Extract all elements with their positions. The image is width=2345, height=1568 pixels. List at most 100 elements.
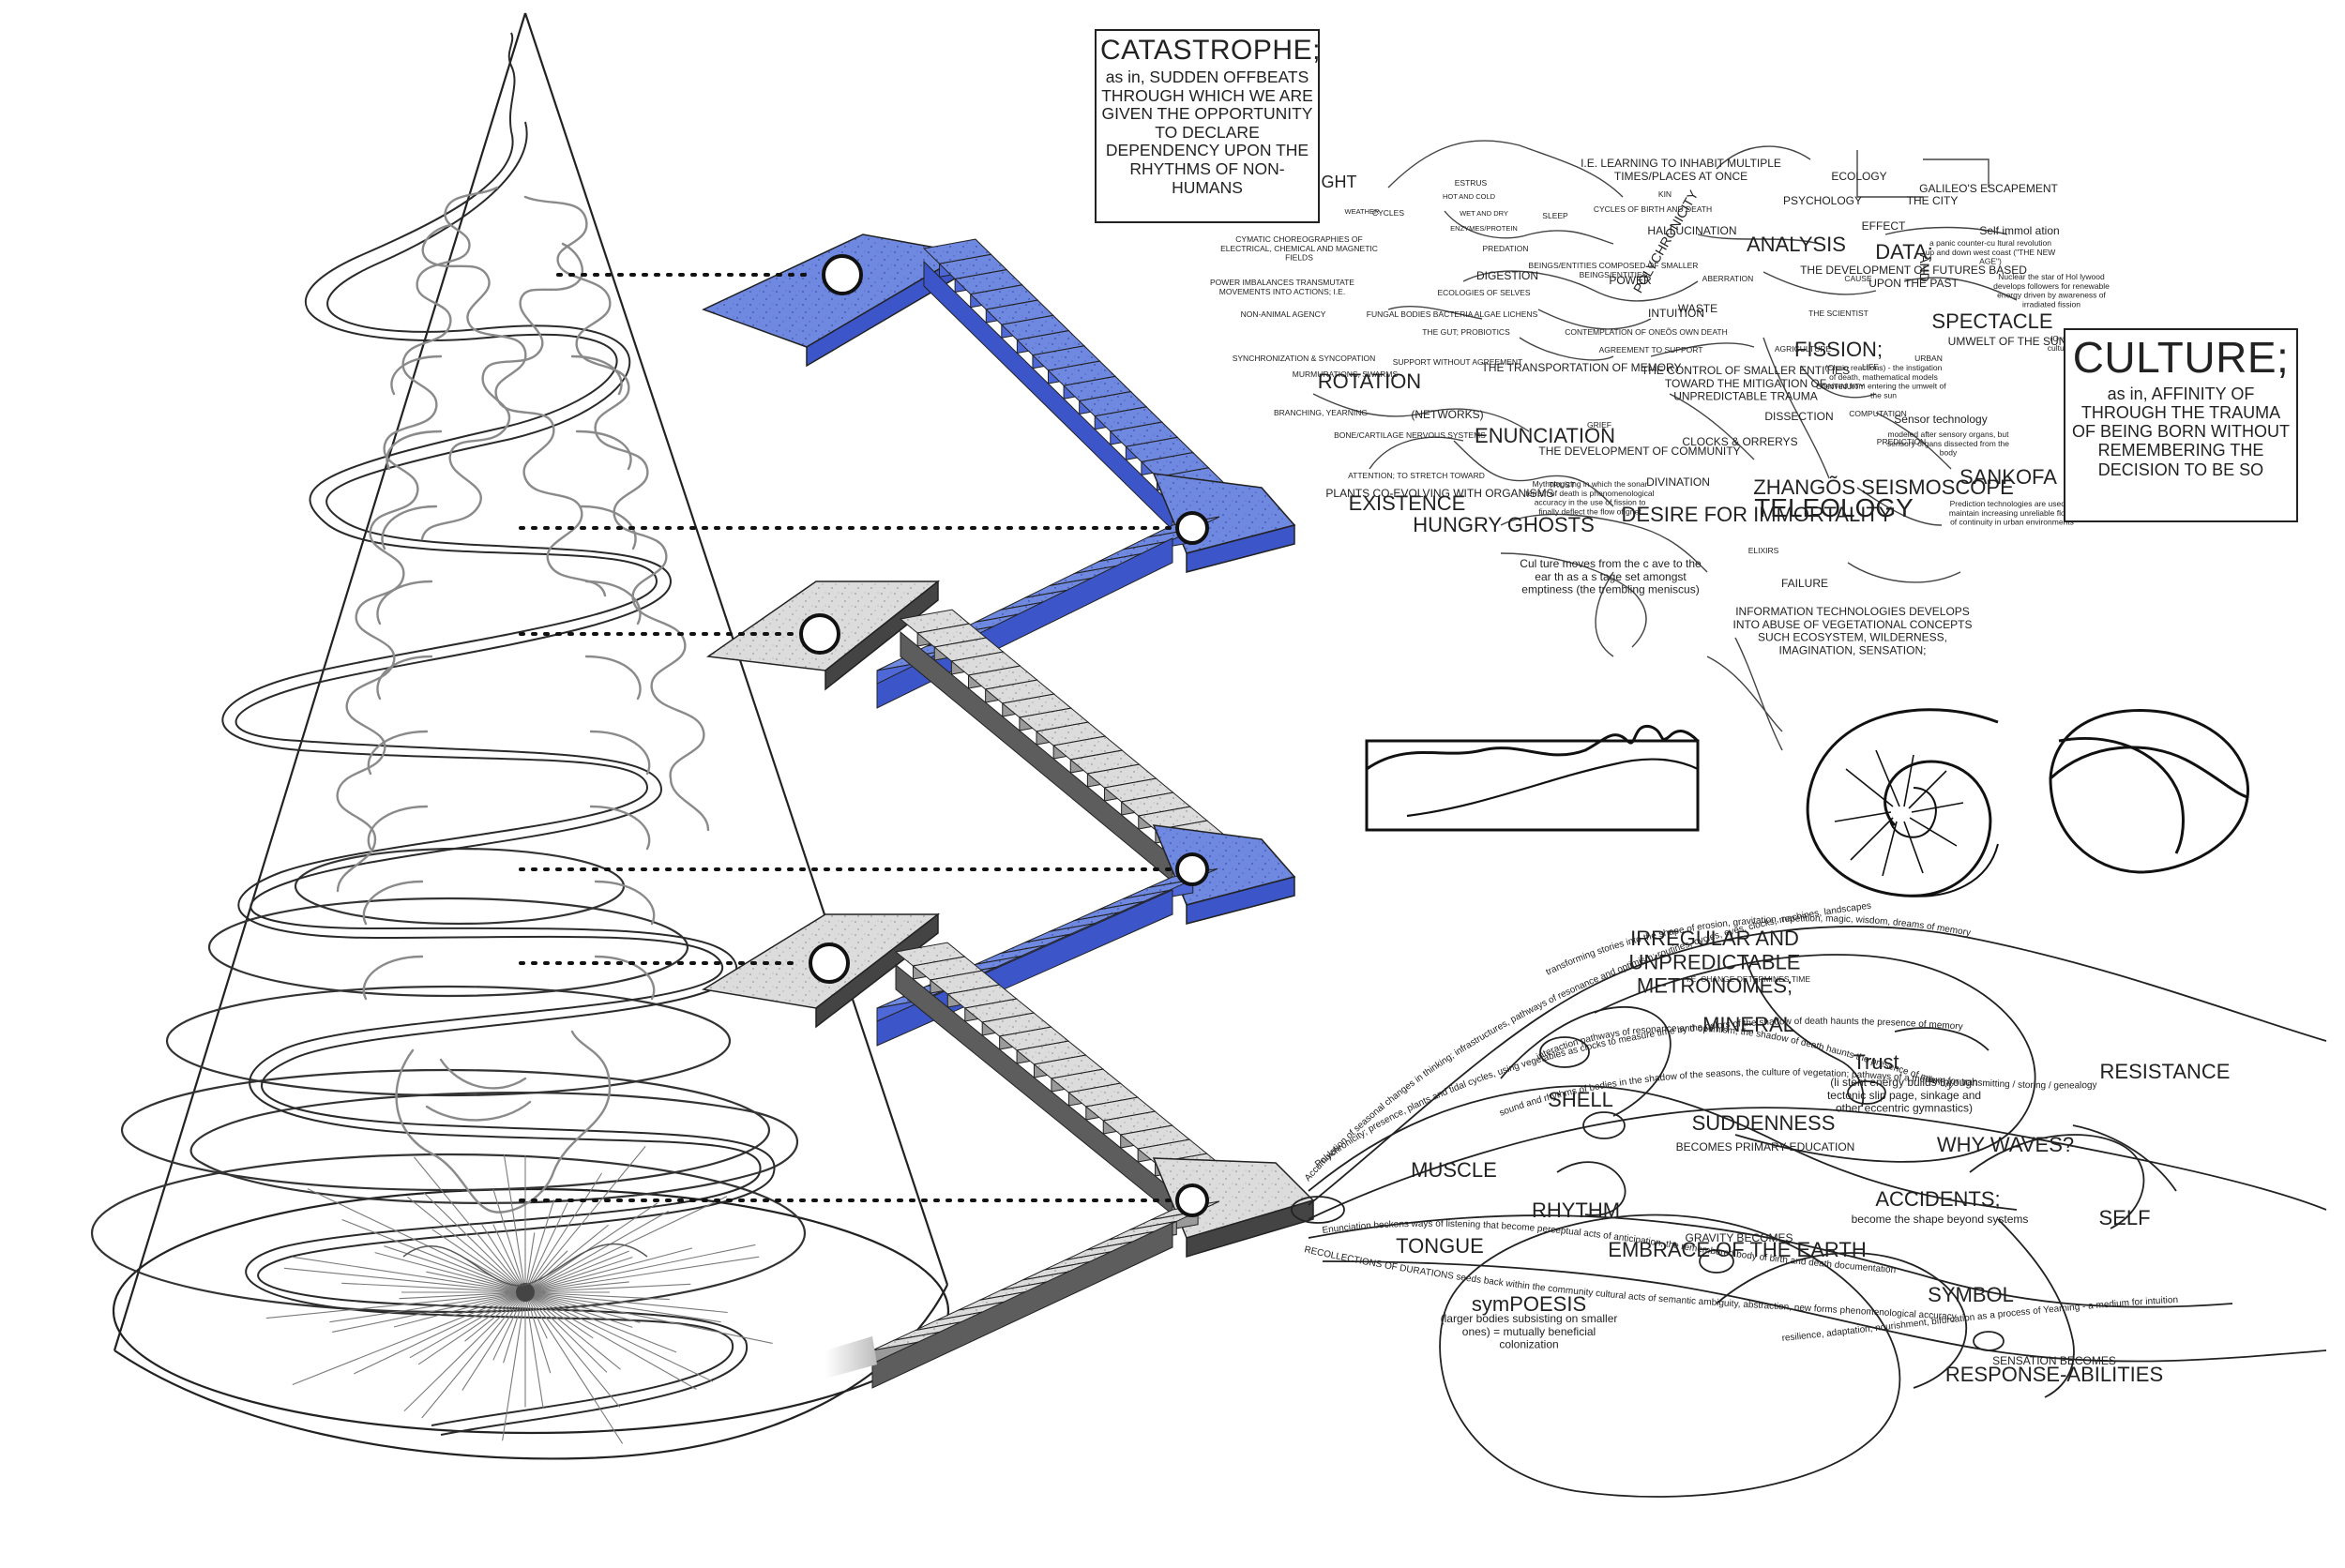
- lower-node-5: [1974, 1332, 2004, 1350]
- concept-label: ABERRATION: [1702, 274, 1754, 283]
- culture-title: CULTURE;: [2069, 336, 2292, 379]
- concept-label: SHELL: [1548, 1088, 1613, 1111]
- landing-marker-3: [801, 615, 839, 653]
- concept-label: SYMBOL: [1928, 1283, 2014, 1306]
- concept-label: FISSION;: [1794, 338, 1883, 361]
- concept-label: THE DEVELOPMENT OF COMMUNITY: [1538, 445, 1740, 458]
- cone-rings: [92, 849, 805, 1312]
- culture-callout: CULTURE; as in, AFFINITY OF THROUGH THE …: [2064, 328, 2298, 522]
- culture-body: as in, AFFINITY OF THROUGH THE TRAUMA OF…: [2069, 384, 2292, 479]
- concept-label: SELF: [2098, 1206, 2150, 1229]
- lower-map-labels: IRREGULAR ANDUNPREDICTABLEMETRONOMES;I.E…: [1396, 927, 2230, 1386]
- upper-map-labels: LIGHTWEATHERCYCLESESTRUSHOT AND COLDWET …: [1210, 157, 2161, 656]
- wave-sketch-slope: [1407, 760, 1698, 816]
- spiral-tube-outer: [222, 131, 760, 1425]
- ring-2: [209, 898, 688, 996]
- starburst-ray: [415, 1157, 526, 1292]
- concept-label: WASTE: [1678, 302, 1717, 315]
- concept-label: (NETWORKS): [1411, 408, 1483, 421]
- starburst-ray: [504, 1154, 525, 1292]
- concept-label: URBAN: [1914, 354, 1943, 363]
- shell-volume-sketch: [2050, 711, 2247, 872]
- stair-stringer: [896, 965, 1172, 1214]
- concept-label: become the shape beyond systems: [1852, 1213, 2029, 1226]
- concept-label: ECOLOGY: [1831, 170, 1886, 183]
- concept-label: PREDATION: [1483, 244, 1529, 253]
- stair-fade: [825, 1336, 877, 1379]
- catastrophe-callout: CATASTROPHE; as in, SUDDEN OFFBEATS THRO…: [1095, 29, 1320, 223]
- concept-label: ELIXIRS: [1748, 546, 1779, 555]
- concept-label: Sensor technology: [1894, 413, 1987, 426]
- vertebral-column: [338, 188, 708, 1213]
- catastrophe-body: as in, SUDDEN OFFBEATS THROUGH WHICH WE …: [1100, 68, 1314, 197]
- concept-label: WET AND DRY: [1460, 209, 1508, 218]
- concept-label: SPECTACLE: [1931, 309, 2052, 333]
- concept-label: KIN: [1658, 189, 1672, 199]
- concept-label: RHYTHM: [1532, 1199, 1620, 1222]
- concept-label: BRANCHING, YEARNING: [1274, 408, 1368, 417]
- concept-label: HOT AND COLD: [1443, 192, 1496, 201]
- concept-label: THE GUT; PROBIOTICS: [1422, 327, 1510, 337]
- landing-marker-2: [1177, 513, 1207, 543]
- starburst-ray: [525, 1203, 567, 1292]
- stair-stringer: [872, 1223, 1172, 1388]
- concept-label: DISSECTION: [1764, 410, 1833, 423]
- concept-label: AND: [1917, 254, 1932, 282]
- concept-label: PREDICTION: [1877, 437, 1926, 446]
- ring-3: [167, 987, 730, 1095]
- concept-label: GRIEF: [1587, 420, 1611, 430]
- cone-outline: [114, 13, 947, 1350]
- concept-label: IRREGULAR ANDUNPREDICTABLEMETRONOMES;: [1629, 927, 1801, 998]
- concept-label: HUNGRY GHOSTS: [1413, 513, 1595, 536]
- concept-label: TONGUE: [1396, 1234, 1484, 1258]
- concept-label: DESIRE FOR IMMORTALITY: [1622, 503, 1893, 526]
- concept-label: SYNCHRONIZATION & SYNCOPATION: [1233, 354, 1376, 363]
- wave-sketch-curve: [1367, 726, 1698, 769]
- concept-label: ACCIDENTS;: [1875, 1187, 2000, 1211]
- concept-label: CAUSE: [1844, 274, 1872, 283]
- concept-label: Trust: [1853, 1050, 1899, 1074]
- concept-label: FAILURE: [1781, 577, 1828, 590]
- stair-stringer: [900, 632, 1172, 882]
- concept-label: DIVINATION: [1646, 475, 1710, 489]
- concept-label: HALLUCINATION: [1647, 224, 1736, 237]
- concept-label: POWER: [1609, 274, 1652, 287]
- lower-map-curves: [1292, 927, 2326, 1497]
- concept-label: Cul ture moves from the c ave to theear …: [1520, 557, 1702, 596]
- concept-label: EFFECT: [1862, 219, 1906, 233]
- concept-label: WHY WAVES?: [1937, 1133, 2074, 1156]
- concept-label: CYCLES: [1372, 208, 1404, 218]
- spiral-tube: [222, 33, 774, 1435]
- concept-label: THE SCIENTIST: [1808, 309, 1868, 318]
- concept-label: THE CITY: [1907, 194, 1959, 207]
- concept-label: EXISTENCE: [1349, 491, 1466, 515]
- concept-label: ESTRUS: [1455, 178, 1488, 188]
- concept-label: BONE/CARTILAGE NERVOUS SYSTEMS: [1334, 430, 1486, 440]
- concept-label: BECOMES PRIMARY EDUCATION: [1676, 1140, 1855, 1153]
- concept-label: Self immol ation: [1979, 224, 2059, 237]
- concept-label: SUDDENNESS: [1692, 1111, 1836, 1135]
- concept-label: ROTATION: [1318, 369, 1421, 393]
- concept-label: I.E. CHANGE DETERMINES TIME: [1687, 974, 1810, 984]
- landing-marker-6: [1177, 1185, 1207, 1215]
- catastrophe-title: CATASTROPHE;: [1100, 37, 1314, 65]
- concept-label: EMBRACE OF THE EARTH: [1608, 1238, 1866, 1261]
- concept-label: SANKOFA: [1959, 465, 2057, 489]
- column-squiggle-3: [423, 225, 605, 596]
- concept-label: POWER IMBALANCES TRANSMUTATEMOVEMENTS IN…: [1210, 278, 1354, 296]
- concept-label: MUSCLE: [1411, 1158, 1497, 1182]
- cone-drawing: [113, 13, 948, 1458]
- concept-label: ENZYMES/PROTEIN: [1450, 224, 1518, 233]
- concept-label: DIGESTION: [1476, 269, 1538, 282]
- concept-label: ECOLOGIES OF SELVES: [1437, 288, 1530, 297]
- sketches: [1367, 710, 2247, 897]
- starburst-ray: [503, 1292, 525, 1440]
- concept-label: NON-ANIMAL AGENCY: [1241, 309, 1326, 319]
- ring-1: [295, 849, 624, 924]
- concept-label: MINERAL: [1702, 1013, 1794, 1036]
- concept-label: (larger bodies subsisting on smallerones…: [1441, 1312, 1618, 1351]
